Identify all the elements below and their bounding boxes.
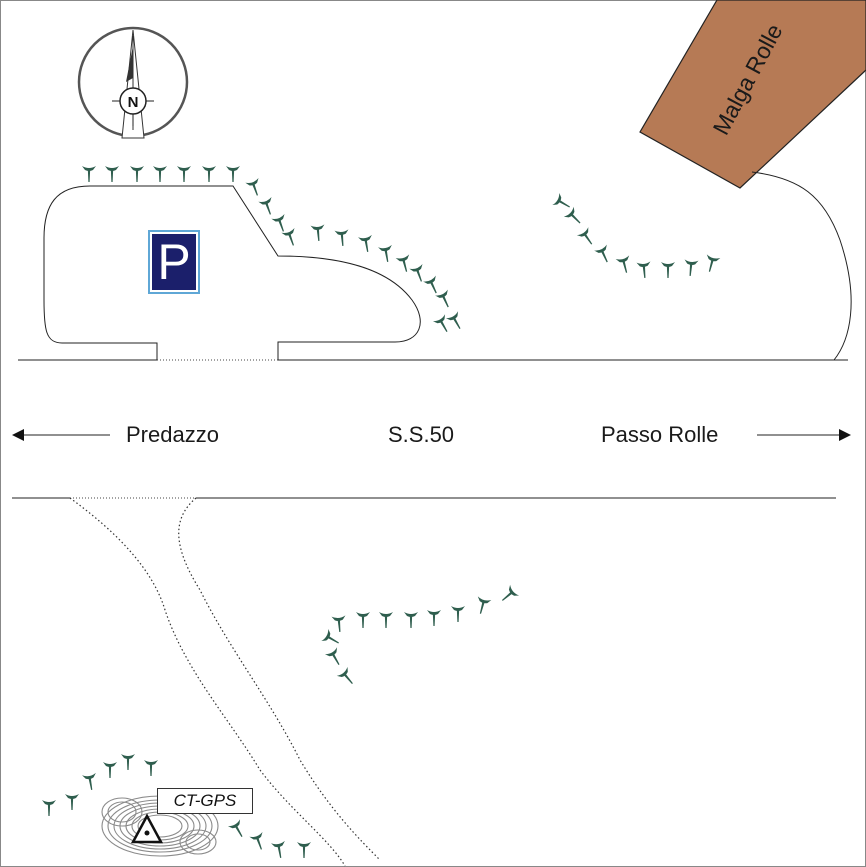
tree-marker: [153, 166, 167, 182]
tree-marker: [501, 584, 520, 601]
parking-sign-icon: P: [148, 230, 200, 294]
arrow-west-icon: [12, 429, 110, 441]
tree-marker: [130, 166, 144, 182]
gps-station-label: CT-GPS: [157, 788, 253, 814]
road-label-center: S.S.50: [388, 422, 455, 447]
tree-marker: [563, 206, 581, 224]
tree-marker: [258, 196, 272, 215]
road-label-west: Predazzo: [126, 422, 219, 447]
compass-north-label: N: [128, 94, 139, 111]
tree-marker: [121, 754, 135, 770]
tree-marker: [358, 234, 372, 252]
tree-marker: [423, 275, 437, 294]
tree-marker: [552, 192, 570, 208]
tree-marker: [636, 261, 651, 279]
tree-marker: [249, 831, 263, 850]
tree-marker: [82, 166, 96, 182]
tree-marker: [297, 842, 311, 858]
tree-marker: [356, 612, 370, 628]
side-road-west-edge: [69, 497, 346, 867]
road-label-east: Passo Rolle: [601, 422, 719, 447]
tree-marker: [103, 762, 117, 778]
tree-marker: [594, 244, 608, 263]
parking-sign-label: P: [157, 234, 191, 290]
tree-marker: [404, 612, 418, 628]
tree-markers: [42, 166, 721, 858]
tree-marker: [661, 262, 675, 278]
gps-station-icon: [130, 813, 164, 844]
tree-marker: [177, 166, 191, 182]
tree-marker: [281, 227, 295, 246]
tree-marker: [144, 760, 158, 776]
tree-marker: [105, 166, 119, 182]
tree-marker: [321, 628, 339, 644]
arrow-east-icon: [757, 429, 851, 441]
tree-marker: [451, 606, 465, 622]
building-malga-rolle: [639, 0, 866, 189]
tree-marker: [615, 255, 630, 273]
tree-marker: [310, 224, 325, 242]
tree-marker: [706, 254, 721, 272]
tree-marker: [395, 254, 410, 272]
tree-marker: [202, 166, 216, 182]
tree-marker: [245, 177, 259, 196]
parking-area-outline: [43, 185, 421, 360]
tree-marker: [271, 213, 285, 232]
tree-marker: [432, 314, 448, 332]
compass-icon: N: [77, 26, 189, 139]
tree-marker: [435, 289, 449, 308]
tree-marker: [226, 166, 240, 182]
tree-marker: [42, 800, 56, 816]
area-outline-east: [751, 171, 852, 361]
tree-marker: [684, 259, 699, 277]
tree-marker: [227, 819, 243, 837]
tree-marker: [576, 227, 593, 245]
tree-marker: [378, 244, 392, 262]
tree-marker: [477, 596, 492, 614]
tree-marker: [82, 772, 96, 790]
tree-marker: [271, 840, 285, 858]
tree-marker: [324, 647, 340, 665]
tree-marker: [331, 615, 346, 633]
tree-marker: [65, 794, 79, 810]
tree-marker: [336, 666, 353, 685]
tree-marker: [334, 229, 349, 247]
tree-marker: [409, 263, 423, 282]
tree-marker: [445, 311, 461, 329]
tree-marker: [379, 612, 393, 628]
tree-marker: [427, 610, 441, 626]
